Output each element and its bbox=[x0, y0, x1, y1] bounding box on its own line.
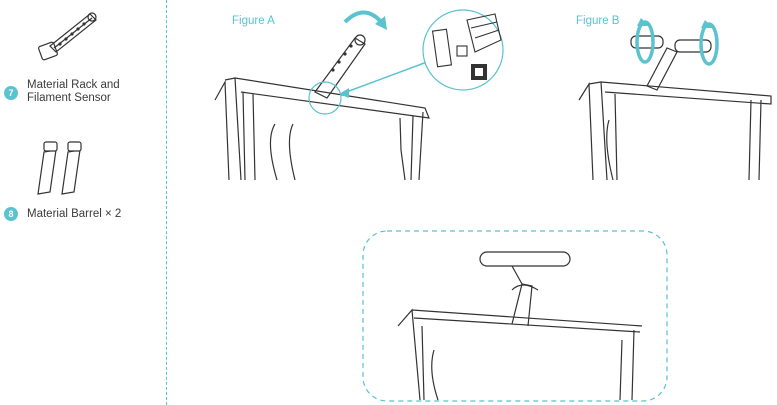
figure-b-illustration bbox=[578, 18, 772, 181]
result-panel bbox=[362, 230, 668, 402]
part-label-material-rack: Material Rack and Filament Sensor bbox=[27, 79, 120, 105]
material-rack-icon bbox=[38, 12, 97, 61]
figure-a-illustration bbox=[214, 9, 504, 181]
material-barrel-icon bbox=[37, 141, 82, 195]
figure-a-label: Figure A bbox=[232, 15, 275, 27]
part-label-line: Filament Sensor bbox=[27, 92, 111, 104]
figure-b-label: Figure B bbox=[576, 15, 620, 27]
part-number-badge: 8 bbox=[4, 207, 18, 221]
section-divider bbox=[166, 0, 167, 405]
part-number-badge: 7 bbox=[4, 86, 18, 100]
part-label-line: Material Rack and bbox=[27, 79, 120, 91]
part-label-material-barrel: Material Barrel × 2 bbox=[27, 208, 122, 220]
